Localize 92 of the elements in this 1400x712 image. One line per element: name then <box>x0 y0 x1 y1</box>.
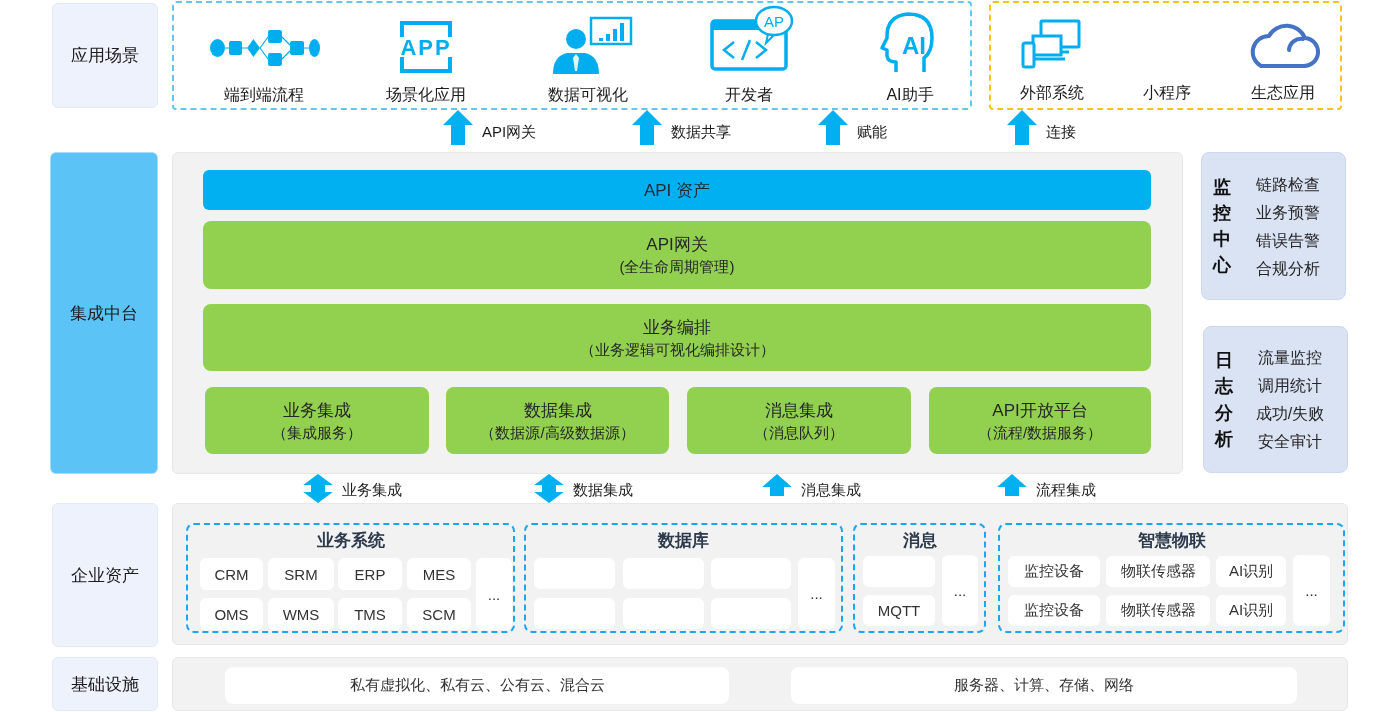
panel-item: 错误告警 <box>1256 230 1320 250</box>
panel-heading: 监控中心 <box>1213 175 1231 278</box>
panel-heading: 日志分析 <box>1215 349 1233 451</box>
scenario-caption: 外部系统 <box>1020 83 1084 103</box>
module-title: 业务编排 <box>643 316 711 338</box>
block-arrow <box>818 110 848 145</box>
double-arrow <box>303 474 333 503</box>
module-box <box>203 221 1151 289</box>
module-subtitle: （消息队列） <box>754 422 844 442</box>
panel-item: 成功/失败 <box>1255 404 1325 423</box>
asset-bar: API 资产 <box>203 170 1151 210</box>
scenario-caption: 端到端流程 <box>224 85 304 105</box>
group-title: 业务系统 <box>316 530 385 551</box>
scenario-caption: AI助手 <box>886 85 934 105</box>
edge-label: 数据集成 <box>573 479 633 498</box>
panel-item: 流量监控 <box>1258 348 1322 367</box>
module-title: 业务集成 <box>283 399 351 421</box>
block-arrow <box>443 110 473 145</box>
module-subtitle: (全生命周期管理) <box>619 257 735 276</box>
asset-tag: MES <box>407 558 471 590</box>
module-box <box>687 387 911 454</box>
asset-tag: ERP <box>338 558 402 590</box>
edge-label: 数据共享 <box>671 121 731 141</box>
module-title: API网关 <box>646 234 708 255</box>
asset-tag: 监控设备 <box>1008 556 1100 587</box>
edge-label: 赋能 <box>857 121 887 141</box>
side-panel <box>1201 152 1346 300</box>
double-arrow <box>534 474 564 503</box>
infra-box: 服务器、计算、存储、网络 <box>791 667 1297 704</box>
edge-label: 消息集成 <box>801 479 861 498</box>
dashed-frame <box>989 1 1342 110</box>
dashed-group <box>998 523 1345 633</box>
asset-tag: 监控设备 <box>1008 595 1100 626</box>
module-subtitle: （数据源/高级数据源） <box>480 422 635 442</box>
scenario-caption: 数据可视化 <box>548 85 628 105</box>
block-arrow <box>762 474 792 496</box>
panel-item: 调用统计 <box>1258 376 1322 395</box>
ellipsis-tag: ... <box>942 555 978 626</box>
module-title: 数据集成 <box>523 399 592 421</box>
group-title: 消息 <box>902 530 937 551</box>
asset-tag: OMS <box>200 598 263 630</box>
asset-tag: 物联传感器 <box>1106 595 1210 626</box>
asset-tag: MQTT <box>863 595 935 626</box>
layer-label: 集成中台 <box>50 152 158 474</box>
asset-tag: 物联传感器 <box>1106 556 1210 587</box>
group-title: 数据库 <box>658 530 709 551</box>
asset-tag: WMS <box>268 598 334 630</box>
edge-label: 业务集成 <box>342 479 402 498</box>
dashed-group <box>186 523 515 633</box>
asset-tag: CRM <box>200 558 263 590</box>
block-arrow <box>997 474 1027 496</box>
asset-tag: AI识别 <box>1216 556 1286 587</box>
block-arrow <box>1007 110 1037 145</box>
layer-panel <box>172 152 1183 474</box>
layer-panel <box>172 503 1348 645</box>
scenario-caption: 生态应用 <box>1251 83 1315 103</box>
module-box <box>203 304 1151 371</box>
module-title: API开放平台 <box>992 399 1088 421</box>
edge-label: 流程集成 <box>1036 479 1096 498</box>
block-arrow <box>632 110 662 145</box>
dashed-group <box>524 523 843 633</box>
module-subtitle: （业务逻辑可视化编排设计） <box>579 339 775 359</box>
group-title: 智慧物联 <box>1137 530 1206 551</box>
layer-label: 企业资产 <box>52 503 158 647</box>
panel-item: 安全审计 <box>1258 432 1322 451</box>
layer-label: 应用场景 <box>52 3 158 108</box>
asset-tag: SCM <box>407 598 471 630</box>
edge-label: 连接 <box>1046 121 1076 141</box>
module-title: 消息集成 <box>765 399 833 421</box>
panel-item: 合规分析 <box>1256 258 1320 278</box>
dashed-frame <box>172 1 972 110</box>
module-box <box>446 387 669 454</box>
scenario-caption: 场景化应用 <box>386 85 466 105</box>
layer-label: 基础设施 <box>52 657 158 711</box>
dashed-group <box>853 523 986 633</box>
ellipsis-tag: ... <box>798 558 835 629</box>
asset-tag: AI识别 <box>1216 595 1286 626</box>
module-subtitle: （流程/数据服务） <box>977 422 1103 442</box>
edge-label: API网关 <box>482 121 537 141</box>
module-subtitle: （集成服务） <box>272 422 362 442</box>
scenario-caption: 小程序 <box>1143 83 1191 103</box>
module-box <box>205 387 429 454</box>
module-box <box>929 387 1151 454</box>
panel-item: 业务预警 <box>1256 202 1320 222</box>
ellipsis-tag: ... <box>476 558 512 630</box>
ellipsis-tag: ... <box>1293 555 1330 626</box>
infra-box: 私有虚拟化、私有云、公有云、混合云 <box>225 667 729 704</box>
panel-item: 链路检查 <box>1256 174 1320 194</box>
scenario-caption: 开发者 <box>725 85 773 105</box>
asset-tag: TMS <box>338 598 402 630</box>
side-panel <box>1203 326 1348 473</box>
asset-tag: SRM <box>268 558 334 590</box>
